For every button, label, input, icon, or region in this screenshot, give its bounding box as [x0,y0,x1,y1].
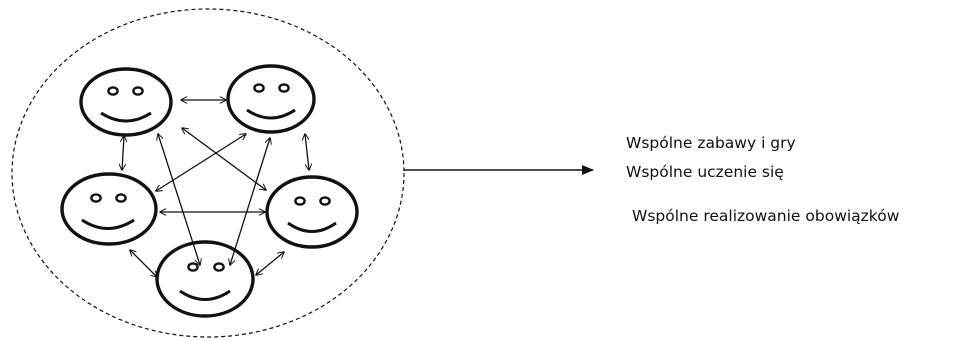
activity-learning: Wspólne uczenie się [626,163,784,181]
arrow-face1-face3 [122,136,124,170]
child-face-2 [226,64,316,134]
child-face-3 [60,172,158,246]
child-face-4 [265,175,359,249]
child-face-5 [155,240,255,318]
arrow-face2-face5 [230,138,270,265]
arrow-face2-face4 [305,134,309,170]
child-face-1 [79,67,173,137]
arrow-face4-face5 [256,252,284,275]
arrow-face3-face5 [130,250,157,277]
activity-duties: Wspólne realizowanie obowiązków [632,207,900,225]
arrow-face1-face5 [158,134,200,265]
group-boundary [11,8,405,338]
activity-games: Wspólne zabawy i gry [626,134,796,152]
arrow-face1-face4 [182,128,266,190]
